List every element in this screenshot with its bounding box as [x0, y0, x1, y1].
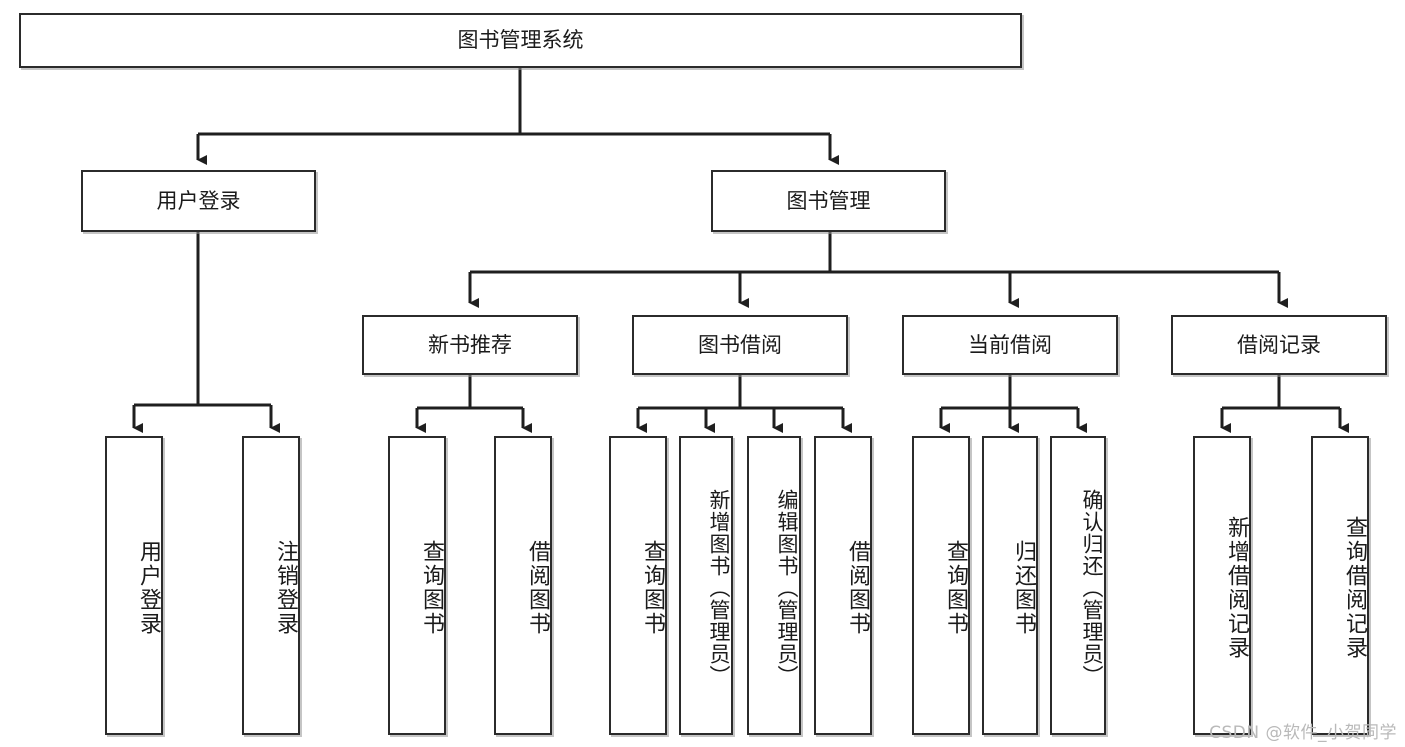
node-book-borrow-label: 图书借阅: [698, 332, 782, 357]
node-leaf-confirm-return[interactable]: 确认归还（管理员）: [1050, 436, 1106, 735]
node-new-book-rec[interactable]: 新书推荐: [362, 315, 578, 375]
node-leaf-query-book-3[interactable]: 查询图书: [912, 436, 970, 735]
node-leaf-query-record[interactable]: 查询借阅记录: [1311, 436, 1369, 735]
node-leaf-user-login-label: 用户登录: [136, 539, 161, 636]
node-leaf-add-record-label: 新增借阅记录: [1224, 515, 1249, 660]
node-leaf-borrow-book-2-label: 借阅图书: [845, 539, 870, 636]
node-leaf-edit-book-label: 编辑图书（管理员）: [775, 488, 799, 687]
node-leaf-query-record-label: 查询借阅记录: [1342, 515, 1367, 660]
node-user-login[interactable]: 用户登录: [81, 170, 316, 232]
node-leaf-user-logout[interactable]: 注销登录: [242, 436, 300, 735]
node-book-manage[interactable]: 图书管理: [711, 170, 946, 232]
node-leaf-borrow-book-1-label: 借阅图书: [525, 539, 550, 636]
node-user-login-label: 用户登录: [156, 188, 241, 213]
node-borrow-record-label: 借阅记录: [1237, 332, 1321, 357]
node-leaf-confirm-return-label: 确认归还（管理员）: [1080, 488, 1104, 687]
node-book-borrow[interactable]: 图书借阅: [632, 315, 848, 375]
node-current-borrow-label: 当前借阅: [968, 332, 1052, 357]
node-leaf-borrow-book-1[interactable]: 借阅图书: [494, 436, 552, 735]
node-leaf-borrow-book-2[interactable]: 借阅图书: [814, 436, 872, 735]
node-leaf-query-book-1[interactable]: 查询图书: [388, 436, 446, 735]
node-new-book-rec-label: 新书推荐: [428, 332, 512, 357]
node-root-label: 图书管理系统: [457, 28, 584, 53]
node-borrow-record[interactable]: 借阅记录: [1171, 315, 1387, 375]
node-leaf-query-book-3-label: 查询图书: [943, 539, 968, 636]
node-current-borrow[interactable]: 当前借阅: [902, 315, 1118, 375]
node-root[interactable]: 图书管理系统: [19, 13, 1022, 68]
node-leaf-return-book[interactable]: 归还图书: [982, 436, 1038, 735]
node-leaf-add-book-label: 新增图书（管理员）: [707, 488, 731, 687]
csdn-watermark: CSDN @软件_小贺同学: [1209, 723, 1397, 743]
node-leaf-return-book-label: 归还图书: [1011, 539, 1036, 636]
node-book-manage-label: 图书管理: [786, 188, 871, 213]
node-leaf-query-book-2[interactable]: 查询图书: [609, 436, 667, 735]
node-leaf-user-login[interactable]: 用户登录: [105, 436, 163, 735]
node-leaf-user-logout-label: 注销登录: [273, 539, 298, 636]
node-leaf-edit-book[interactable]: 编辑图书（管理员）: [747, 436, 801, 735]
node-leaf-add-record[interactable]: 新增借阅记录: [1193, 436, 1251, 735]
node-leaf-add-book[interactable]: 新增图书（管理员）: [679, 436, 733, 735]
node-leaf-query-book-2-label: 查询图书: [640, 539, 665, 636]
node-leaf-query-book-1-label: 查询图书: [419, 539, 444, 636]
